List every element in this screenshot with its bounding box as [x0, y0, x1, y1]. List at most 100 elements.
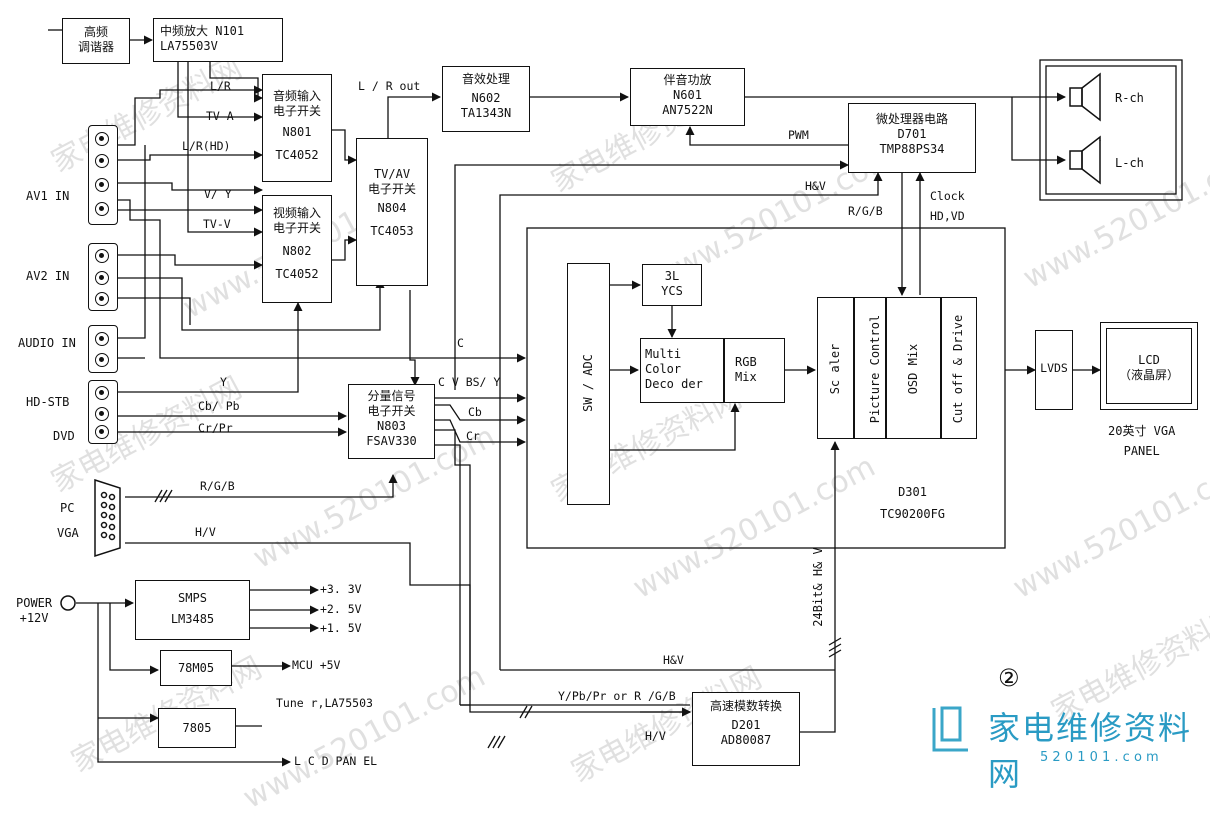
smps-block: SMPS LM3485 — [135, 580, 250, 640]
adc-label: D201 — [731, 718, 761, 732]
audio-in-jack — [88, 325, 118, 373]
signal-vy: V/ Y — [204, 187, 232, 201]
signal-v33: +3. 3V — [320, 582, 362, 596]
signal-hv3: H&V — [663, 653, 684, 667]
signal-ypbpr: Y/Pb/Pr or R /G/B — [558, 689, 676, 703]
signal-cr: Cr — [466, 429, 480, 443]
sw-adc-label: SW / ADC — [581, 354, 595, 412]
pc-label: PC — [60, 501, 75, 515]
signal-y: Y — [220, 375, 227, 389]
audio-label: AUDIO IN — [18, 336, 76, 350]
cutoff-drive-label: Cut off & Drive — [951, 314, 965, 424]
bus-24bit-label: 24Bit& H& V — [811, 547, 825, 627]
tvav-switch-label: 电子开关 — [367, 182, 416, 196]
signal-lrhd: L/R(HD) — [182, 139, 231, 153]
video-switch-label: 视频输入 — [272, 206, 321, 220]
sound-proc-block: 音效处理 N602 TA1343N — [442, 66, 530, 132]
signal-hv: H&V — [805, 179, 826, 193]
component-switch-label: 分量信号 — [367, 389, 416, 403]
signal-tva: TV-A — [206, 109, 234, 123]
adc-label: AD80087 — [720, 733, 772, 747]
mcu-block: 微处理器电路 D701 TMP88PS34 — [848, 103, 976, 173]
tvav-switch-block: TV/AV 电子开关 N804 TC4053 — [356, 138, 428, 286]
sw-adc-block — [567, 263, 610, 505]
signal-cb: Cb — [468, 405, 482, 419]
av1-jack — [88, 125, 118, 225]
av2-jack — [88, 243, 118, 311]
sound-proc-label: 音效处理 — [461, 72, 510, 86]
tuner-label: 调谐器 — [77, 40, 114, 54]
ycs-block: 3L YCS — [642, 264, 702, 306]
signal-pc-rgb: R/G/B — [200, 479, 235, 493]
sound-proc-label: TA1343N — [460, 106, 512, 120]
lvds-label: LVDS — [1040, 361, 1068, 375]
signal-c: C — [457, 336, 464, 350]
av1-label: AV1 IN — [26, 189, 70, 203]
signal-lr: L/R — [210, 79, 231, 93]
signal-cbpb: Cb/ Pb — [198, 399, 240, 413]
component-switch-block: 分量信号 电子开关 N803 FSAV330 — [348, 384, 435, 459]
scaler-label: Sc aler — [828, 343, 842, 395]
adc-block: 高速模数转换 D201 AD80087 — [692, 692, 800, 766]
signal-v15: +1. 5V — [320, 621, 362, 635]
hdstb-dvd-jack — [88, 380, 118, 444]
audio-switch-block: 音频输入 电子开关 N801 TC4052 — [262, 74, 332, 182]
mcu-label: TMP88PS34 — [879, 142, 945, 156]
audio-switch-label: TC4052 — [275, 148, 319, 162]
wiring — [48, 29, 1183, 767]
signal-hv2: H/V — [195, 525, 216, 539]
signal-lrout: L / R out — [358, 79, 421, 93]
video-switch-label: 电子开关 — [272, 221, 321, 235]
tvav-switch-label: TV/AV — [373, 167, 411, 181]
reg-7805-label: 7805 — [182, 721, 212, 735]
speaker-left-label: L-ch — [1115, 156, 1144, 170]
mcu-label: 微处理器电路 — [875, 112, 948, 126]
tuner-block: 高频 调谐器 — [62, 18, 130, 64]
component-switch-label: N803 — [377, 419, 406, 433]
av2-label: AV2 IN — [26, 269, 70, 283]
signal-tvv: TV-V — [203, 217, 231, 231]
signal-pwm: PWM — [788, 128, 809, 142]
reg-7805-block: 7805 — [158, 708, 236, 748]
tvav-switch-label: TC4053 — [370, 224, 414, 238]
mcu-label: D701 — [897, 127, 927, 141]
audio-amp-block: 伴音功放 N601 AN7522N — [630, 68, 745, 126]
decoder-block — [640, 338, 785, 403]
if-amp-label: LA75503V — [160, 39, 218, 53]
ycs-label: 3L — [664, 269, 680, 283]
component-switch-label: 电子开关 — [367, 404, 416, 418]
reg-78m05-label: 78M05 — [177, 661, 215, 675]
power-label: POWER+12V — [16, 596, 53, 625]
speaker-right-label: R-ch — [1115, 91, 1144, 105]
video-switch-block: 视频输入 电子开关 N802 TC4052 — [262, 195, 332, 303]
signal-cvbs: C V BS/ Y — [438, 375, 501, 389]
audio-amp-label: 伴音功放 — [663, 73, 712, 87]
signal-hdvd: HD,VD — [930, 209, 965, 223]
scaler-block — [817, 297, 977, 439]
video-switch-label: TC4052 — [275, 267, 319, 281]
sound-proc-label: N602 — [471, 91, 501, 105]
ycs-label: YCS — [661, 284, 683, 298]
tvav-switch-label: N804 — [377, 201, 407, 215]
signal-rgb: R/G/B — [848, 204, 883, 218]
signal-tuner-out: Tune r,LA75503 — [276, 696, 373, 710]
lcd-block: LCD （液晶屏） — [1100, 322, 1198, 410]
audio-switch-label: 音频输入 — [272, 89, 321, 103]
tuner-label: 高频 — [83, 25, 108, 39]
signal-lcdpanel: L C D PAN EL — [294, 754, 378, 768]
audio-switch-label: N801 — [282, 125, 312, 139]
audio-amp-label: AN7522N — [662, 103, 713, 117]
lcd-label: （液晶屏） — [1118, 368, 1179, 382]
lcd-label: LCD — [1138, 353, 1160, 367]
if-amp-block: 中频放大 N101 LA75503V — [153, 18, 283, 62]
signal-clock: Clock — [930, 189, 965, 203]
signal-hv4: H/V — [645, 729, 666, 743]
site-logo-url: 5 2 0 1 0 1 . c o m — [1040, 750, 1159, 765]
osd-mix-label: OSD Mix — [906, 343, 920, 395]
video-switch-label: N802 — [282, 244, 312, 258]
hdstb-label: HD-STB — [26, 395, 70, 409]
smps-label: LM3485 — [170, 612, 215, 626]
dvd-label: DVD — [53, 429, 75, 443]
